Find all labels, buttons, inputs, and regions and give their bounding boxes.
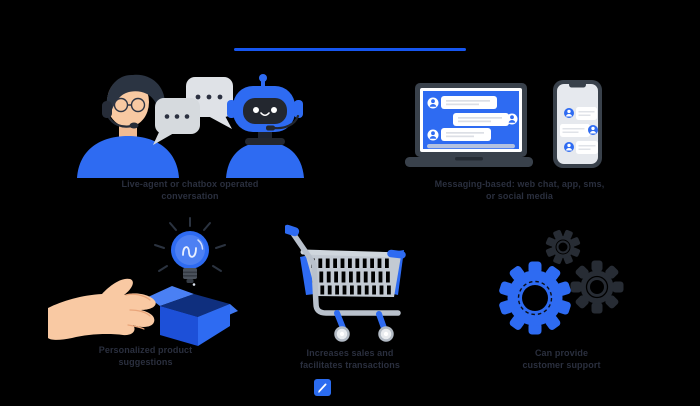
edit-pencil-button[interactable] — [314, 379, 331, 396]
title-underline — [234, 48, 466, 51]
chat-bubbles-icon — [153, 77, 233, 145]
agent-robot-conversation-icon — [77, 74, 304, 178]
caption-messaging: Messaging-based: web chat, app, sms, or … — [434, 179, 605, 202]
chatbot-robot-icon — [226, 74, 304, 178]
gears-icon — [499, 229, 624, 335]
caption-personalized: Personalized product suggestions — [98, 345, 193, 368]
hand-icon — [48, 278, 156, 340]
idea-lightbulb-icon — [154, 217, 226, 286]
live-agent-illustration — [75, 72, 305, 178]
cart-body — [285, 224, 406, 342]
sales-illustration — [285, 222, 420, 347]
phone-chat-icon — [553, 80, 602, 168]
caption-live-agent: Live-agent or chatbox operated conversat… — [121, 179, 259, 202]
laptop-chat-icon — [405, 83, 533, 167]
caption-sales: Increases sales and facilitates transact… — [300, 348, 400, 371]
shopping-cart-icon — [285, 224, 406, 342]
open-box-icon — [148, 286, 238, 346]
laptop-phone-chat-icon — [405, 80, 602, 168]
support-agent-icon — [77, 74, 179, 178]
pencil-icon — [318, 383, 327, 393]
hand-box-lightbulb-icon — [48, 217, 238, 346]
gear-small-dark — [545, 229, 581, 265]
messaging-illustration — [393, 68, 638, 170]
gear-large-blue — [499, 261, 571, 335]
gear-medium-dark — [570, 260, 624, 314]
support-illustration — [495, 226, 640, 348]
caption-support: Can provide customer support — [522, 348, 601, 371]
cart-handle-grip — [285, 224, 300, 237]
personalized-illustration — [48, 214, 243, 346]
